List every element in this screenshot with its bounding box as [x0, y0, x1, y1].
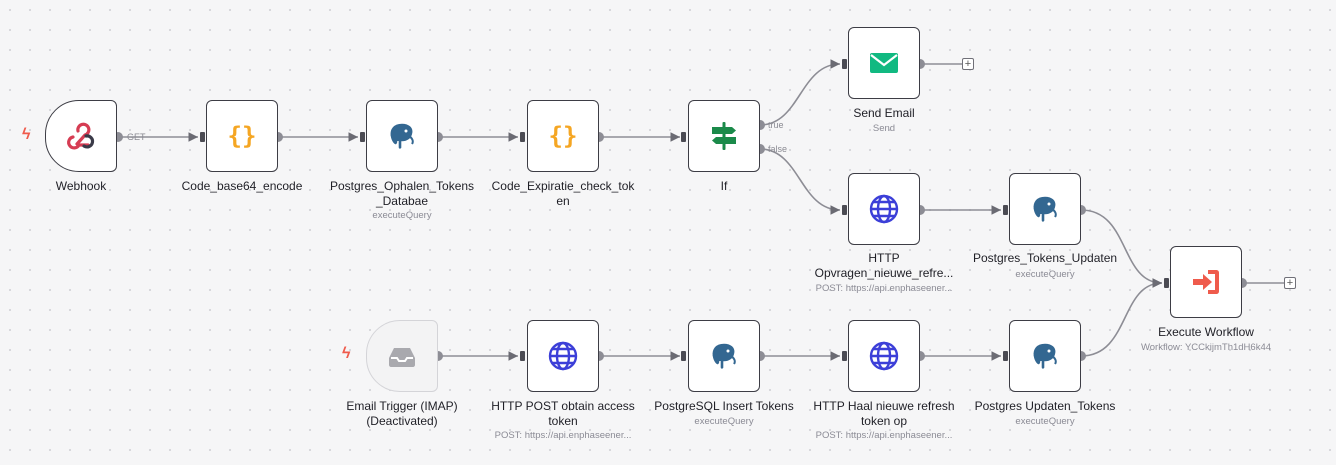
globe-icon: [546, 339, 580, 373]
trigger-bolt-icon: ϟ: [22, 126, 31, 143]
node-http-opvragen-refresh[interactable]: [848, 173, 920, 245]
node-label: HTTP Opvragen_nieuwe_refre...: [814, 251, 954, 280]
postgres-elephant-icon: [707, 339, 741, 373]
node-http-haal-refresh-token[interactable]: [848, 320, 920, 392]
node-label: Code_Expiratie_check_tok en: [491, 179, 635, 208]
node-send-email[interactable]: [848, 27, 920, 99]
node-subtitle: POST: https://api.enphaseener...: [815, 283, 953, 294]
inbox-tray-icon: [385, 339, 419, 373]
node-subtitle: executeQuery: [1015, 269, 1075, 280]
node-subtitle: Send: [872, 123, 896, 134]
node-label: PostgreSQL Insert Tokens: [654, 399, 794, 413]
node-subtitle: Workflow: YCCkijmTh1dH6k44: [1140, 342, 1272, 353]
node-subtitle: executeQuery: [372, 210, 432, 221]
node-execute-workflow[interactable]: [1170, 246, 1242, 318]
node-label: Webhook: [55, 179, 107, 193]
node-webhook[interactable]: [45, 100, 117, 172]
add-node-plus-button[interactable]: +: [1284, 277, 1296, 289]
add-node-plus-button[interactable]: +: [962, 58, 974, 70]
node-code-base64-encode[interactable]: {}: [206, 100, 278, 172]
signpost-icon: [707, 119, 741, 153]
globe-icon: [867, 339, 901, 373]
postgres-elephant-icon: [1028, 339, 1062, 373]
edge-label-get: GET: [127, 132, 146, 142]
postgres-elephant-icon: [385, 119, 419, 153]
node-subtitle: POST: https://api.enphaseener...: [494, 430, 632, 441]
edge-label-false: false: [768, 144, 788, 154]
edge-label-true: true: [768, 120, 784, 130]
node-label: Execute Workflow: [1158, 325, 1254, 339]
node-label: HTTP POST obtain access token: [491, 399, 635, 428]
node-label: Postgres_Ophalen_Tokens _Databae: [329, 179, 475, 208]
node-postgres-updaten-tokens[interactable]: [1009, 320, 1081, 392]
postgres-elephant-icon: [1028, 192, 1062, 226]
envelope-icon: [867, 46, 901, 80]
node-postgres-tokens-updaten[interactable]: [1009, 173, 1081, 245]
svg-text:{}: {}: [549, 122, 578, 150]
node-label: If: [720, 179, 728, 193]
node-code-expiratie-check[interactable]: {}: [527, 100, 599, 172]
node-label: Postgres_Tokens_Updaten: [972, 251, 1118, 265]
node-if[interactable]: [688, 100, 760, 172]
node-http-post-obtain-token[interactable]: [527, 320, 599, 392]
node-label: HTTP Haal nieuwe refresh token op: [813, 399, 955, 428]
code-braces-icon: {}: [546, 119, 580, 153]
code-braces-icon: {}: [225, 119, 259, 153]
node-subtitle: executeQuery: [694, 416, 754, 427]
node-subtitle: executeQuery: [1015, 416, 1075, 427]
sign-in-arrow-icon: [1189, 265, 1223, 299]
node-postgres-ophalen-tokens[interactable]: [366, 100, 438, 172]
node-label: Postgres Updaten_Tokens: [974, 399, 1116, 413]
webhook-icon: [64, 119, 98, 153]
globe-icon: [867, 192, 901, 226]
node-label: Email Trigger (IMAP) (Deactivated): [346, 399, 458, 428]
node-email-trigger-imap[interactable]: [366, 320, 438, 392]
node-postgresql-insert-tokens[interactable]: [688, 320, 760, 392]
node-subtitle: POST: https://api.enphaseener...: [815, 430, 953, 441]
trigger-bolt-icon: ϟ: [342, 345, 351, 362]
node-label: Send Email: [853, 106, 915, 120]
svg-text:{}: {}: [228, 122, 257, 150]
node-label: Code_base64_encode: [181, 179, 303, 193]
